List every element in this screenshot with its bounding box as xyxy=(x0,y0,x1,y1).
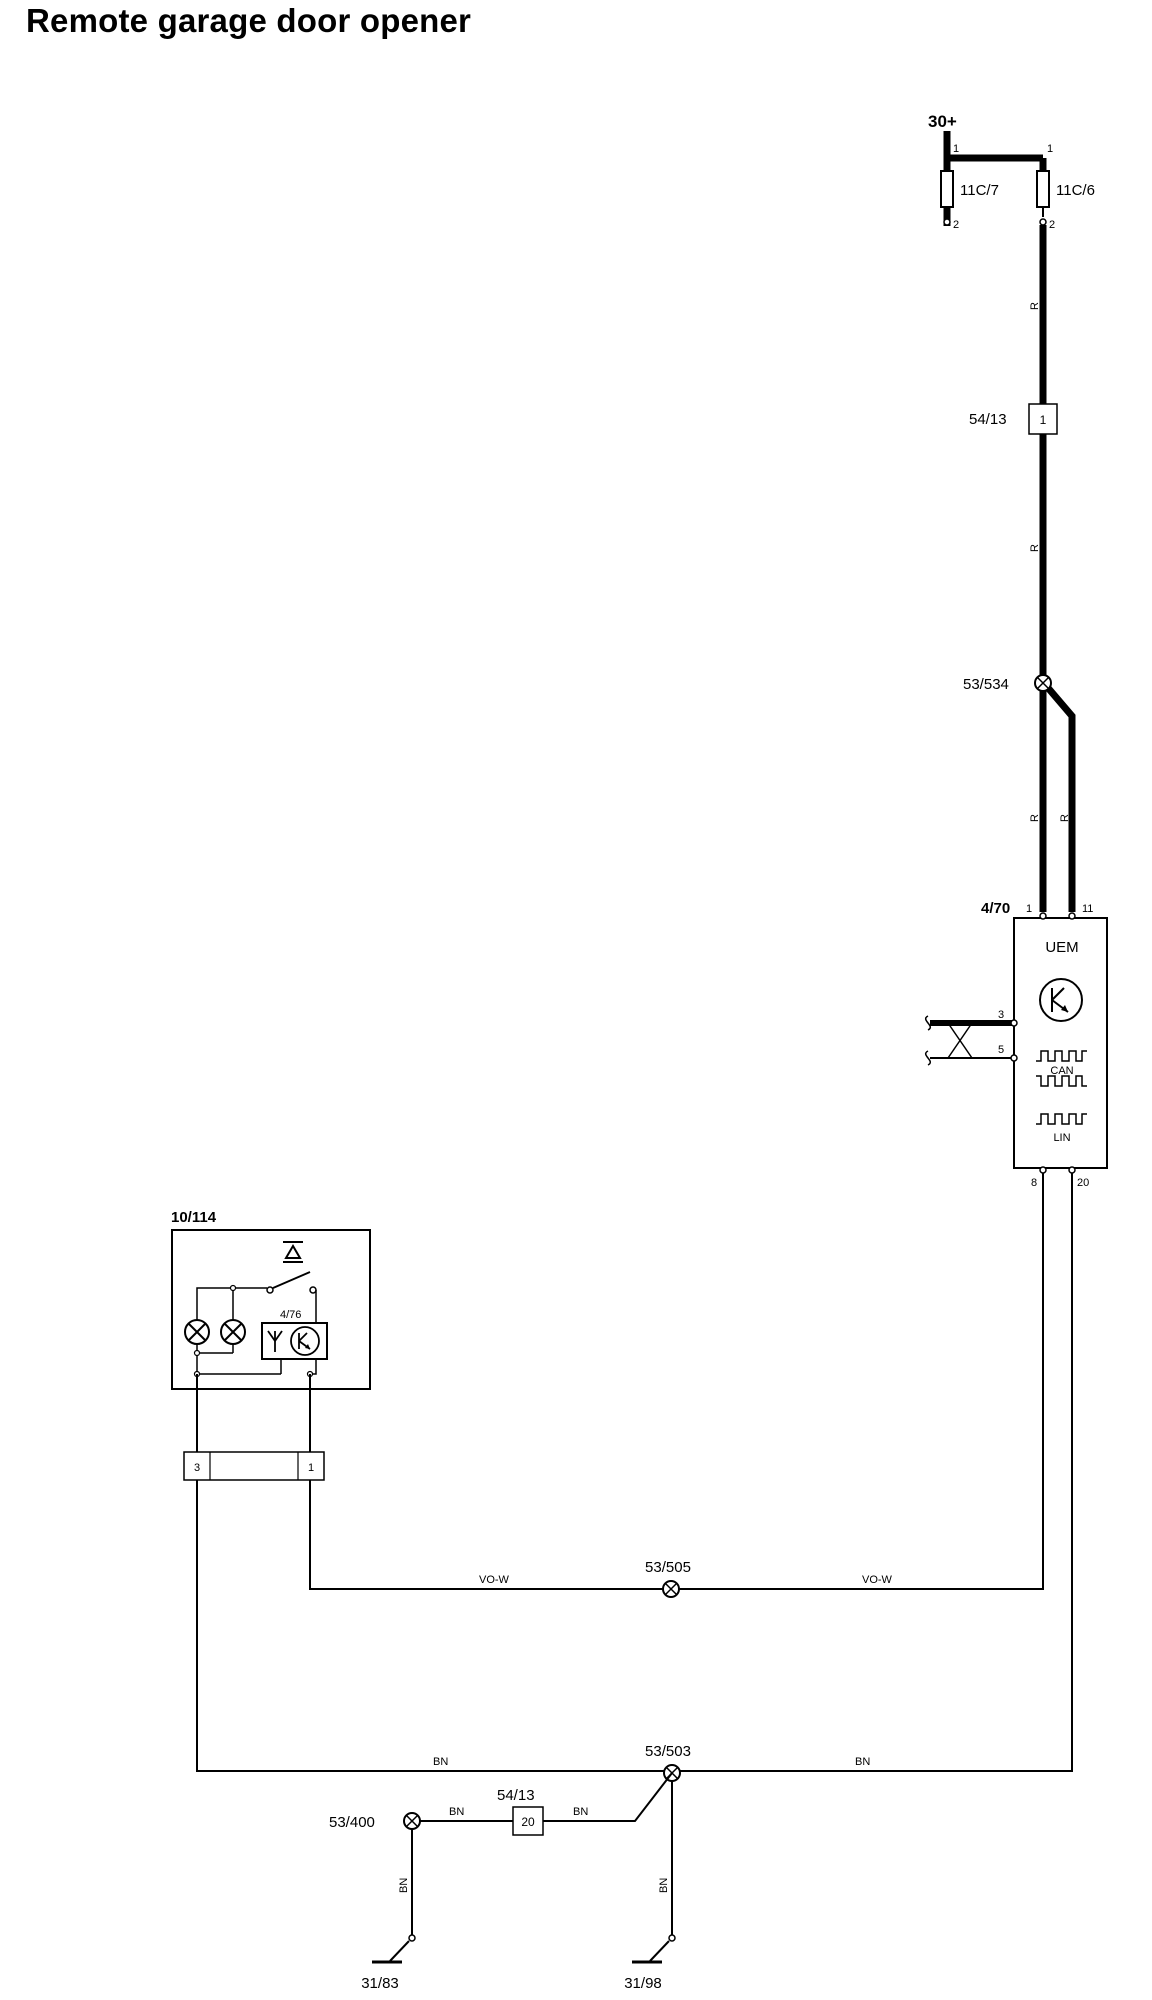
transistor-icon xyxy=(1039,978,1083,1022)
fuse-pin-top: 1 xyxy=(953,143,959,155)
pin-terminal xyxy=(1039,912,1047,920)
fuse-body xyxy=(1036,170,1050,208)
supply-label: 30+ xyxy=(928,112,957,131)
connector-pin: 1 xyxy=(1040,413,1047,427)
connector-box xyxy=(1028,403,1058,435)
pin-terminal xyxy=(1039,1166,1047,1174)
lamp-icon xyxy=(220,1319,246,1345)
ground-label: 31/83 xyxy=(361,1975,399,1992)
connector-label: 54/13 xyxy=(969,411,1007,428)
fuse-terminal xyxy=(1039,218,1047,226)
can-bus-wires: 3 5 xyxy=(925,1009,1018,1066)
pin-terminal xyxy=(1068,1166,1076,1174)
red-wire-upper: R R xyxy=(1029,158,1047,690)
fuse-pin-top: 1 xyxy=(1047,143,1053,155)
connector-box xyxy=(512,1806,544,1836)
splice-53-534: 53/534 R R xyxy=(963,674,1076,912)
lamp-icon xyxy=(184,1319,210,1345)
ground-icon xyxy=(632,1940,670,1964)
wire-color-label: BN xyxy=(433,1756,448,1768)
splice-label: 53/505 xyxy=(645,1559,691,1576)
pin-terminal xyxy=(408,1934,416,1942)
can-label: CAN xyxy=(1050,1065,1073,1077)
fuse-11c6: 1 2 11C/6 xyxy=(1036,143,1095,231)
transistor-icon xyxy=(290,1326,320,1356)
uem-name: UEM xyxy=(1045,939,1078,956)
uem-pin-label: 8 xyxy=(1031,1177,1037,1189)
ground-label: 31/98 xyxy=(624,1975,662,1992)
splice-label: 53/400 xyxy=(329,1814,375,1831)
uem-pin-label: 11 xyxy=(1082,903,1093,915)
connector-label: 54/13 xyxy=(497,1787,535,1804)
fuse-body xyxy=(940,170,954,208)
pin-terminal xyxy=(668,1934,676,1942)
wire-color-label: VO-W xyxy=(862,1574,893,1586)
wire-color-label: R xyxy=(1029,544,1041,552)
module-connector: 3 1 xyxy=(183,1374,325,1481)
splice-branch-wire xyxy=(1040,679,1076,912)
connector-pin: 20 xyxy=(521,1815,535,1829)
wire-color-label: BN xyxy=(449,1806,464,1818)
fuse-terminal xyxy=(943,218,951,226)
wire-color-label: BN xyxy=(398,1878,410,1893)
wire-color-label: BN xyxy=(855,1756,870,1768)
uem-pin-label: 1 xyxy=(1026,903,1032,915)
wire-color-label: R xyxy=(1029,302,1041,310)
wire-color-label: BN xyxy=(573,1806,588,1818)
uem-id: 4/70 xyxy=(981,900,1010,917)
uem-pin-label: 20 xyxy=(1077,1177,1089,1189)
fuse-11c7: 1 2 11C/7 xyxy=(940,143,999,231)
connector-pin: 1 xyxy=(308,1462,314,1474)
uem-pin-label: 5 xyxy=(998,1044,1004,1056)
page-title: Remote garage door opener xyxy=(26,2,472,39)
lin-signal-icon: LIN xyxy=(1036,1113,1087,1144)
connector-54-13-top: 1 54/13 xyxy=(969,403,1058,435)
remote-module: 10/114 xyxy=(171,1209,371,1390)
fuse-pin-bottom: 2 xyxy=(1049,219,1055,231)
connector-box xyxy=(183,1451,325,1481)
uem-box xyxy=(1013,917,1108,1169)
antenna-icon xyxy=(267,1330,283,1352)
uem-pin-label: 3 xyxy=(998,1009,1004,1021)
remote-module-id: 10/114 xyxy=(171,1209,217,1226)
connector-pin: 3 xyxy=(194,1462,200,1474)
splice-label: 53/503 xyxy=(645,1743,691,1760)
fuse-pin-bottom: 2 xyxy=(953,219,959,231)
fuse-label: 11C/6 xyxy=(1056,182,1095,199)
ground-icon xyxy=(372,1940,410,1964)
signal-wire: VO-W VO-W 53/505 xyxy=(309,1173,1044,1598)
wire-color-label: R xyxy=(1059,814,1071,822)
lin-label: LIN xyxy=(1053,1132,1070,1144)
can-signal-icon: CAN xyxy=(1036,1050,1087,1087)
pin-terminal xyxy=(1068,912,1076,920)
warning-icon xyxy=(283,1241,303,1263)
ground-wire: BN BN 53/503 BN 20 54/13 BN 53/400 BN 31… xyxy=(196,1173,1073,1992)
wire-color-label: VO-W xyxy=(479,1574,510,1586)
wire-color-label: BN xyxy=(658,1878,670,1893)
fuse-label: 11C/7 xyxy=(960,182,999,199)
remote-module-box xyxy=(171,1229,371,1390)
splice-label: 53/534 xyxy=(963,676,1009,693)
uem-module: 4/70 1 11 UEM CAN LIN xyxy=(925,900,1108,1189)
wire-color-label: R xyxy=(1029,814,1041,822)
inner-unit-label: 4/76 xyxy=(280,1309,301,1321)
power-supply: 30+ xyxy=(928,112,1043,226)
